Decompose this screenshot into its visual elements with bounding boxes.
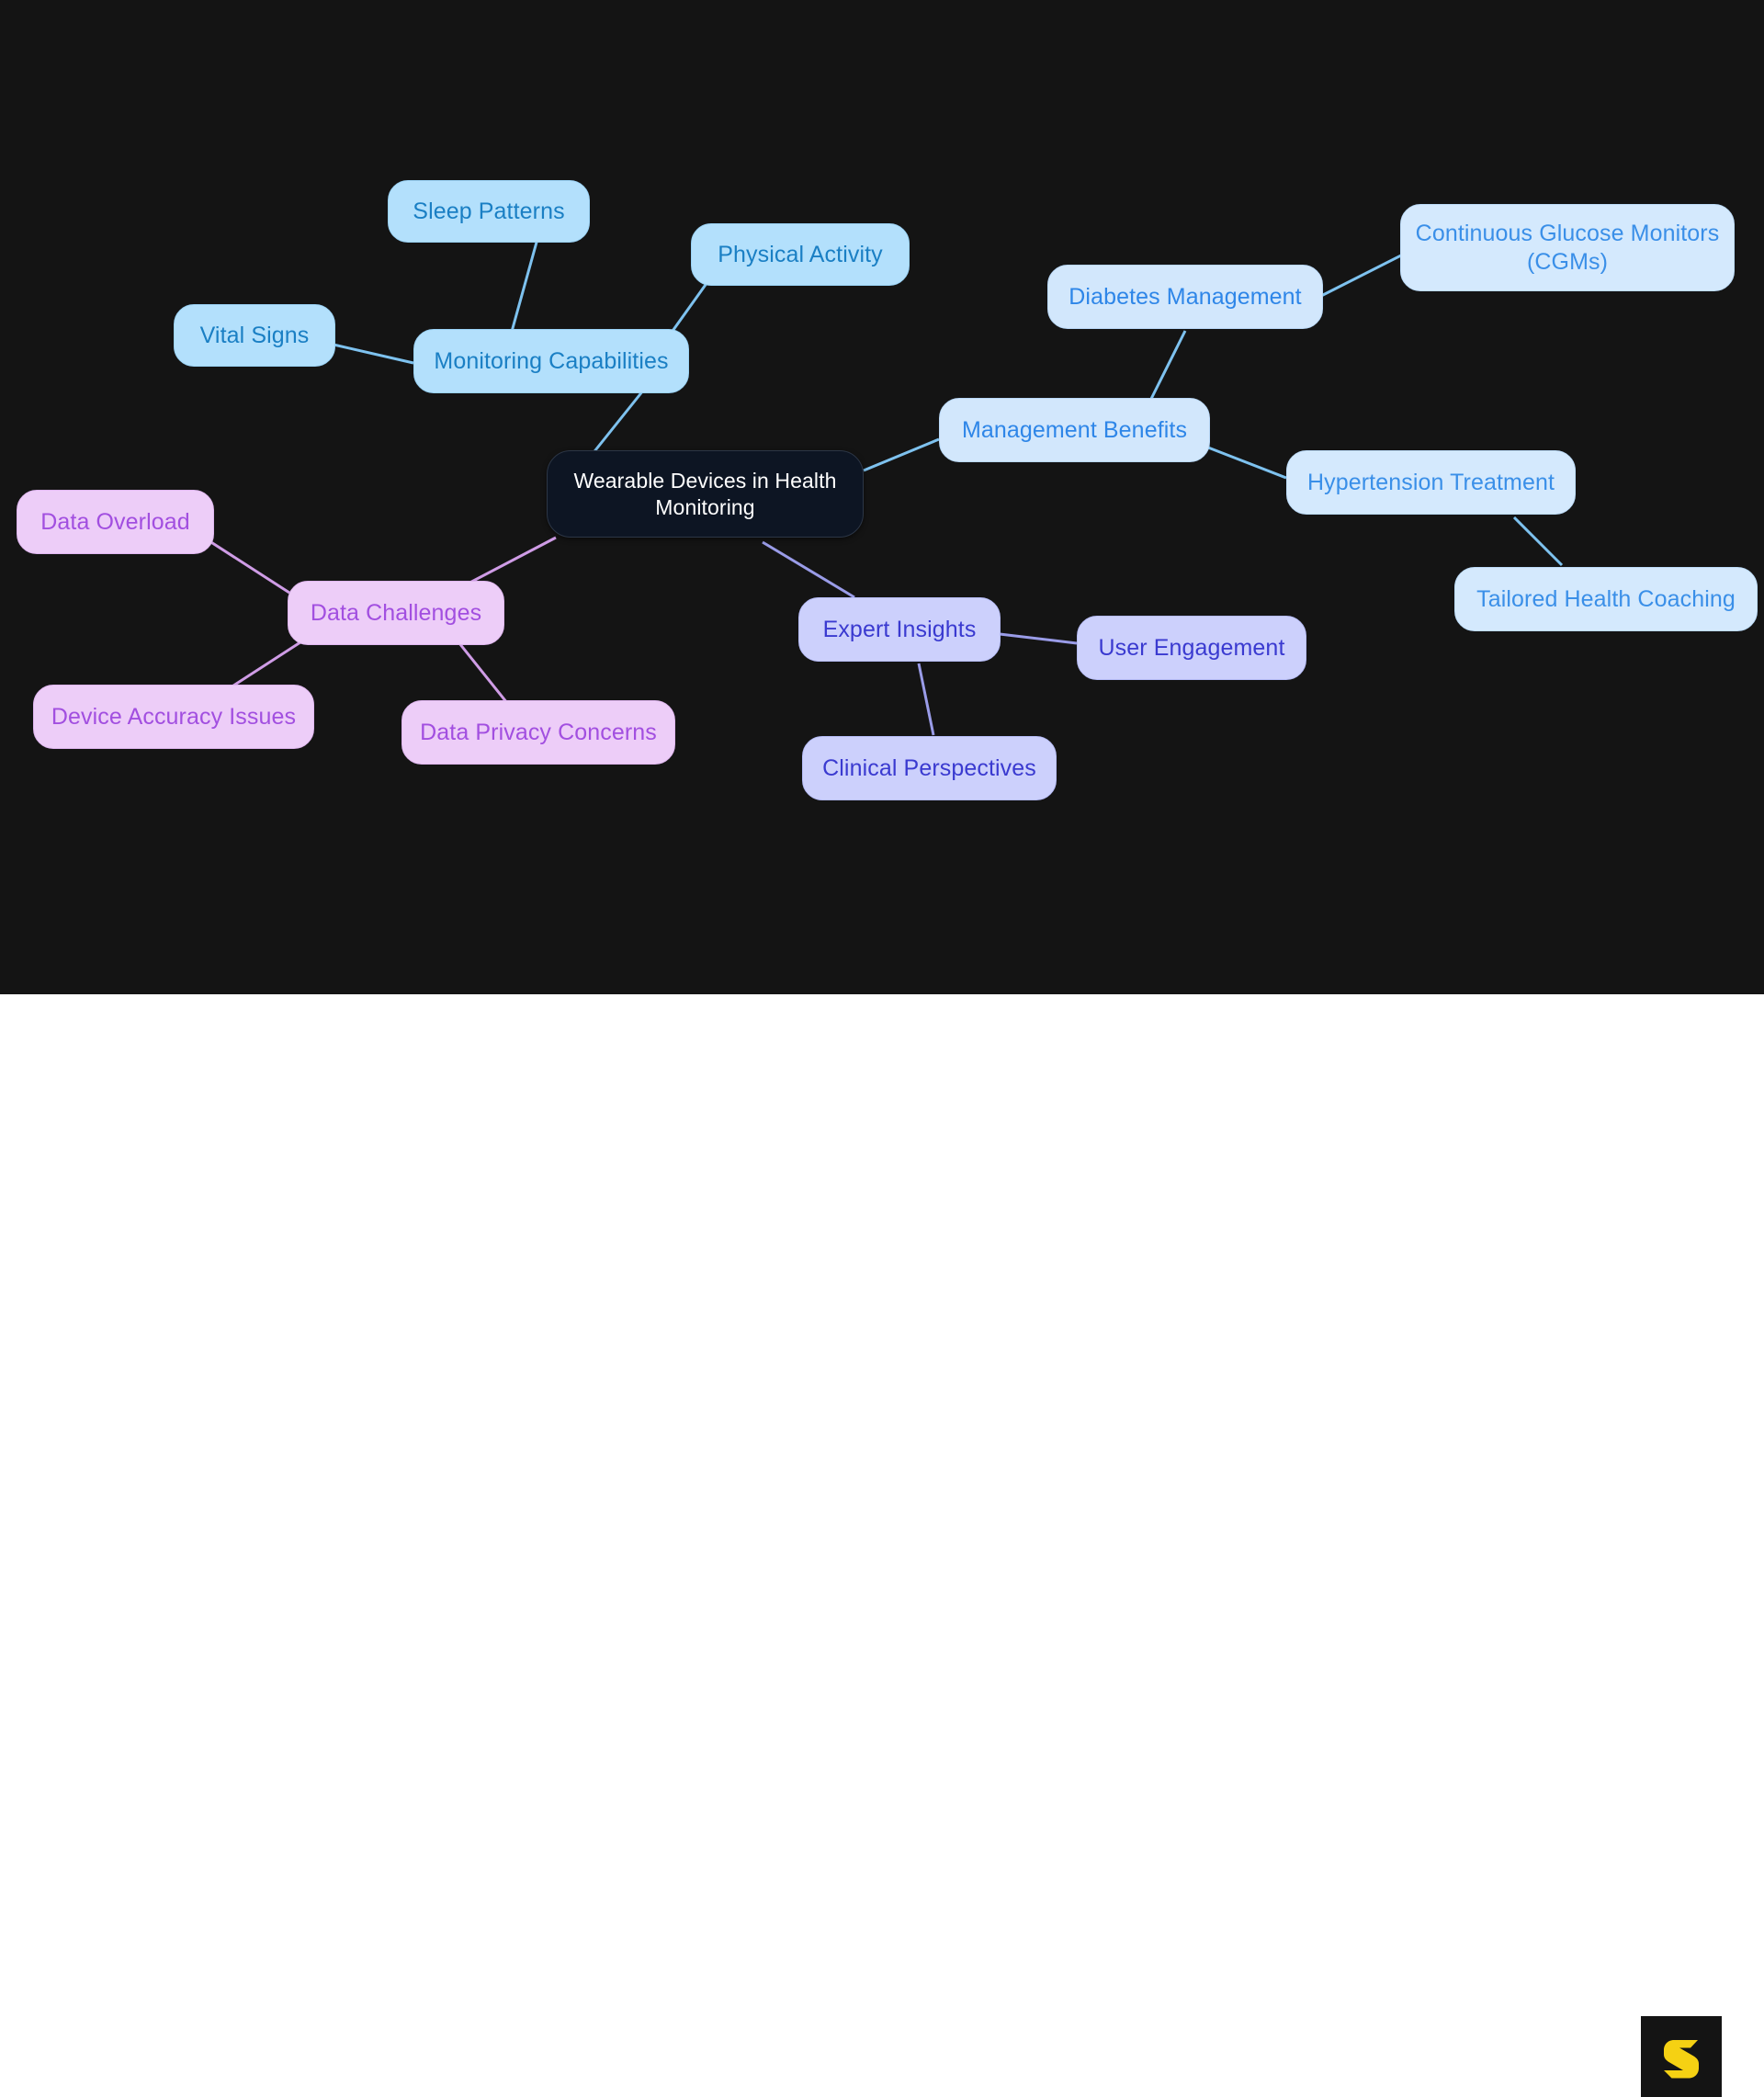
node-clinical-perspectives[interactable]: Clinical Perspectives (802, 736, 1057, 800)
edge-challenges-data-overload (203, 536, 290, 595)
node-data-overload[interactable]: Data Overload (17, 490, 214, 554)
edge-root-monitoring-capabilities (586, 390, 645, 460)
node-data-challenges[interactable]: Data Challenges (288, 581, 504, 645)
node-device-accuracy-issues[interactable]: Device Accuracy Issues (33, 685, 314, 749)
footer-band (0, 994, 1764, 2097)
node-device-accuracy-issues-label: Device Accuracy Issues (51, 703, 297, 730)
node-vital-signs[interactable]: Vital Signs (174, 304, 335, 367)
node-continuous-glucose-monitors[interactable]: Continuous Glucose Monitors (CGMs) (1400, 204, 1735, 291)
s-logo-icon (1664, 2040, 1699, 2079)
edge-challenges-device-accuracy (227, 639, 304, 691)
node-root-label: Wearable Devices in Health Monitoring (573, 469, 837, 519)
node-clinical-perspectives-label: Clinical Perspectives (822, 754, 1036, 781)
edge-management-diabetes (1147, 330, 1187, 405)
edge-root-expert-insights (762, 540, 855, 599)
edge-diabetes-cgm (1320, 254, 1402, 298)
edge-expert-user-engagement (999, 632, 1078, 645)
node-user-engagement[interactable]: User Engagement (1077, 616, 1306, 680)
node-tailored-health-coaching[interactable]: Tailored Health Coaching (1454, 567, 1758, 631)
node-data-privacy-concerns-label: Data Privacy Concerns (420, 719, 657, 745)
node-user-engagement-label: User Engagement (1098, 634, 1285, 661)
node-sleep-patterns-label: Sleep Patterns (413, 198, 565, 224)
node-management-benefits-label: Management Benefits (961, 416, 1188, 443)
node-data-overload-label: Data Overload (40, 508, 190, 535)
edge-hypertension-coaching (1512, 516, 1564, 567)
node-hypertension-treatment[interactable]: Hypertension Treatment (1286, 450, 1576, 515)
edge-management-hypertension (1207, 446, 1287, 480)
node-hypertension-treatment-label: Hypertension Treatment (1307, 469, 1555, 495)
node-root[interactable]: Wearable Devices in Health Monitoring (547, 450, 864, 538)
edge-expert-clinical-perspectives (917, 663, 935, 736)
node-monitoring-capabilities[interactable]: Monitoring Capabilities (413, 329, 689, 393)
node-management-benefits[interactable]: Management Benefits (939, 398, 1210, 462)
node-sleep-patterns[interactable]: Sleep Patterns (388, 180, 590, 243)
node-tailored-health-coaching-label: Tailored Health Coaching (1476, 585, 1736, 612)
node-expert-insights-label: Expert Insights (822, 616, 977, 642)
node-expert-insights[interactable]: Expert Insights (798, 597, 1001, 662)
node-diabetes-management[interactable]: Diabetes Management (1047, 265, 1323, 329)
node-data-challenges-label: Data Challenges (310, 599, 482, 626)
node-monitoring-capabilities-label: Monitoring Capabilities (434, 347, 669, 374)
edge-root-management-benefits (863, 437, 940, 472)
node-diabetes-management-label: Diabetes Management (1069, 283, 1302, 310)
mindmap-canvas[interactable]: Wearable Devices in Health Monitoring Mo… (0, 0, 1764, 994)
node-physical-activity[interactable]: Physical Activity (691, 223, 910, 286)
edge-monitoring-sleep-patterns (508, 238, 539, 339)
node-continuous-glucose-monitors-label: Continuous Glucose Monitors (CGMs) (1415, 221, 1720, 275)
edge-challenges-data-privacy (458, 642, 509, 704)
node-data-privacy-concerns[interactable]: Data Privacy Concerns (401, 700, 675, 765)
brand-logo[interactable] (1641, 2016, 1722, 2097)
node-vital-signs-label: Vital Signs (199, 322, 310, 348)
node-physical-activity-label: Physical Activity (718, 241, 883, 267)
edge-monitoring-vital-signs (333, 343, 414, 365)
